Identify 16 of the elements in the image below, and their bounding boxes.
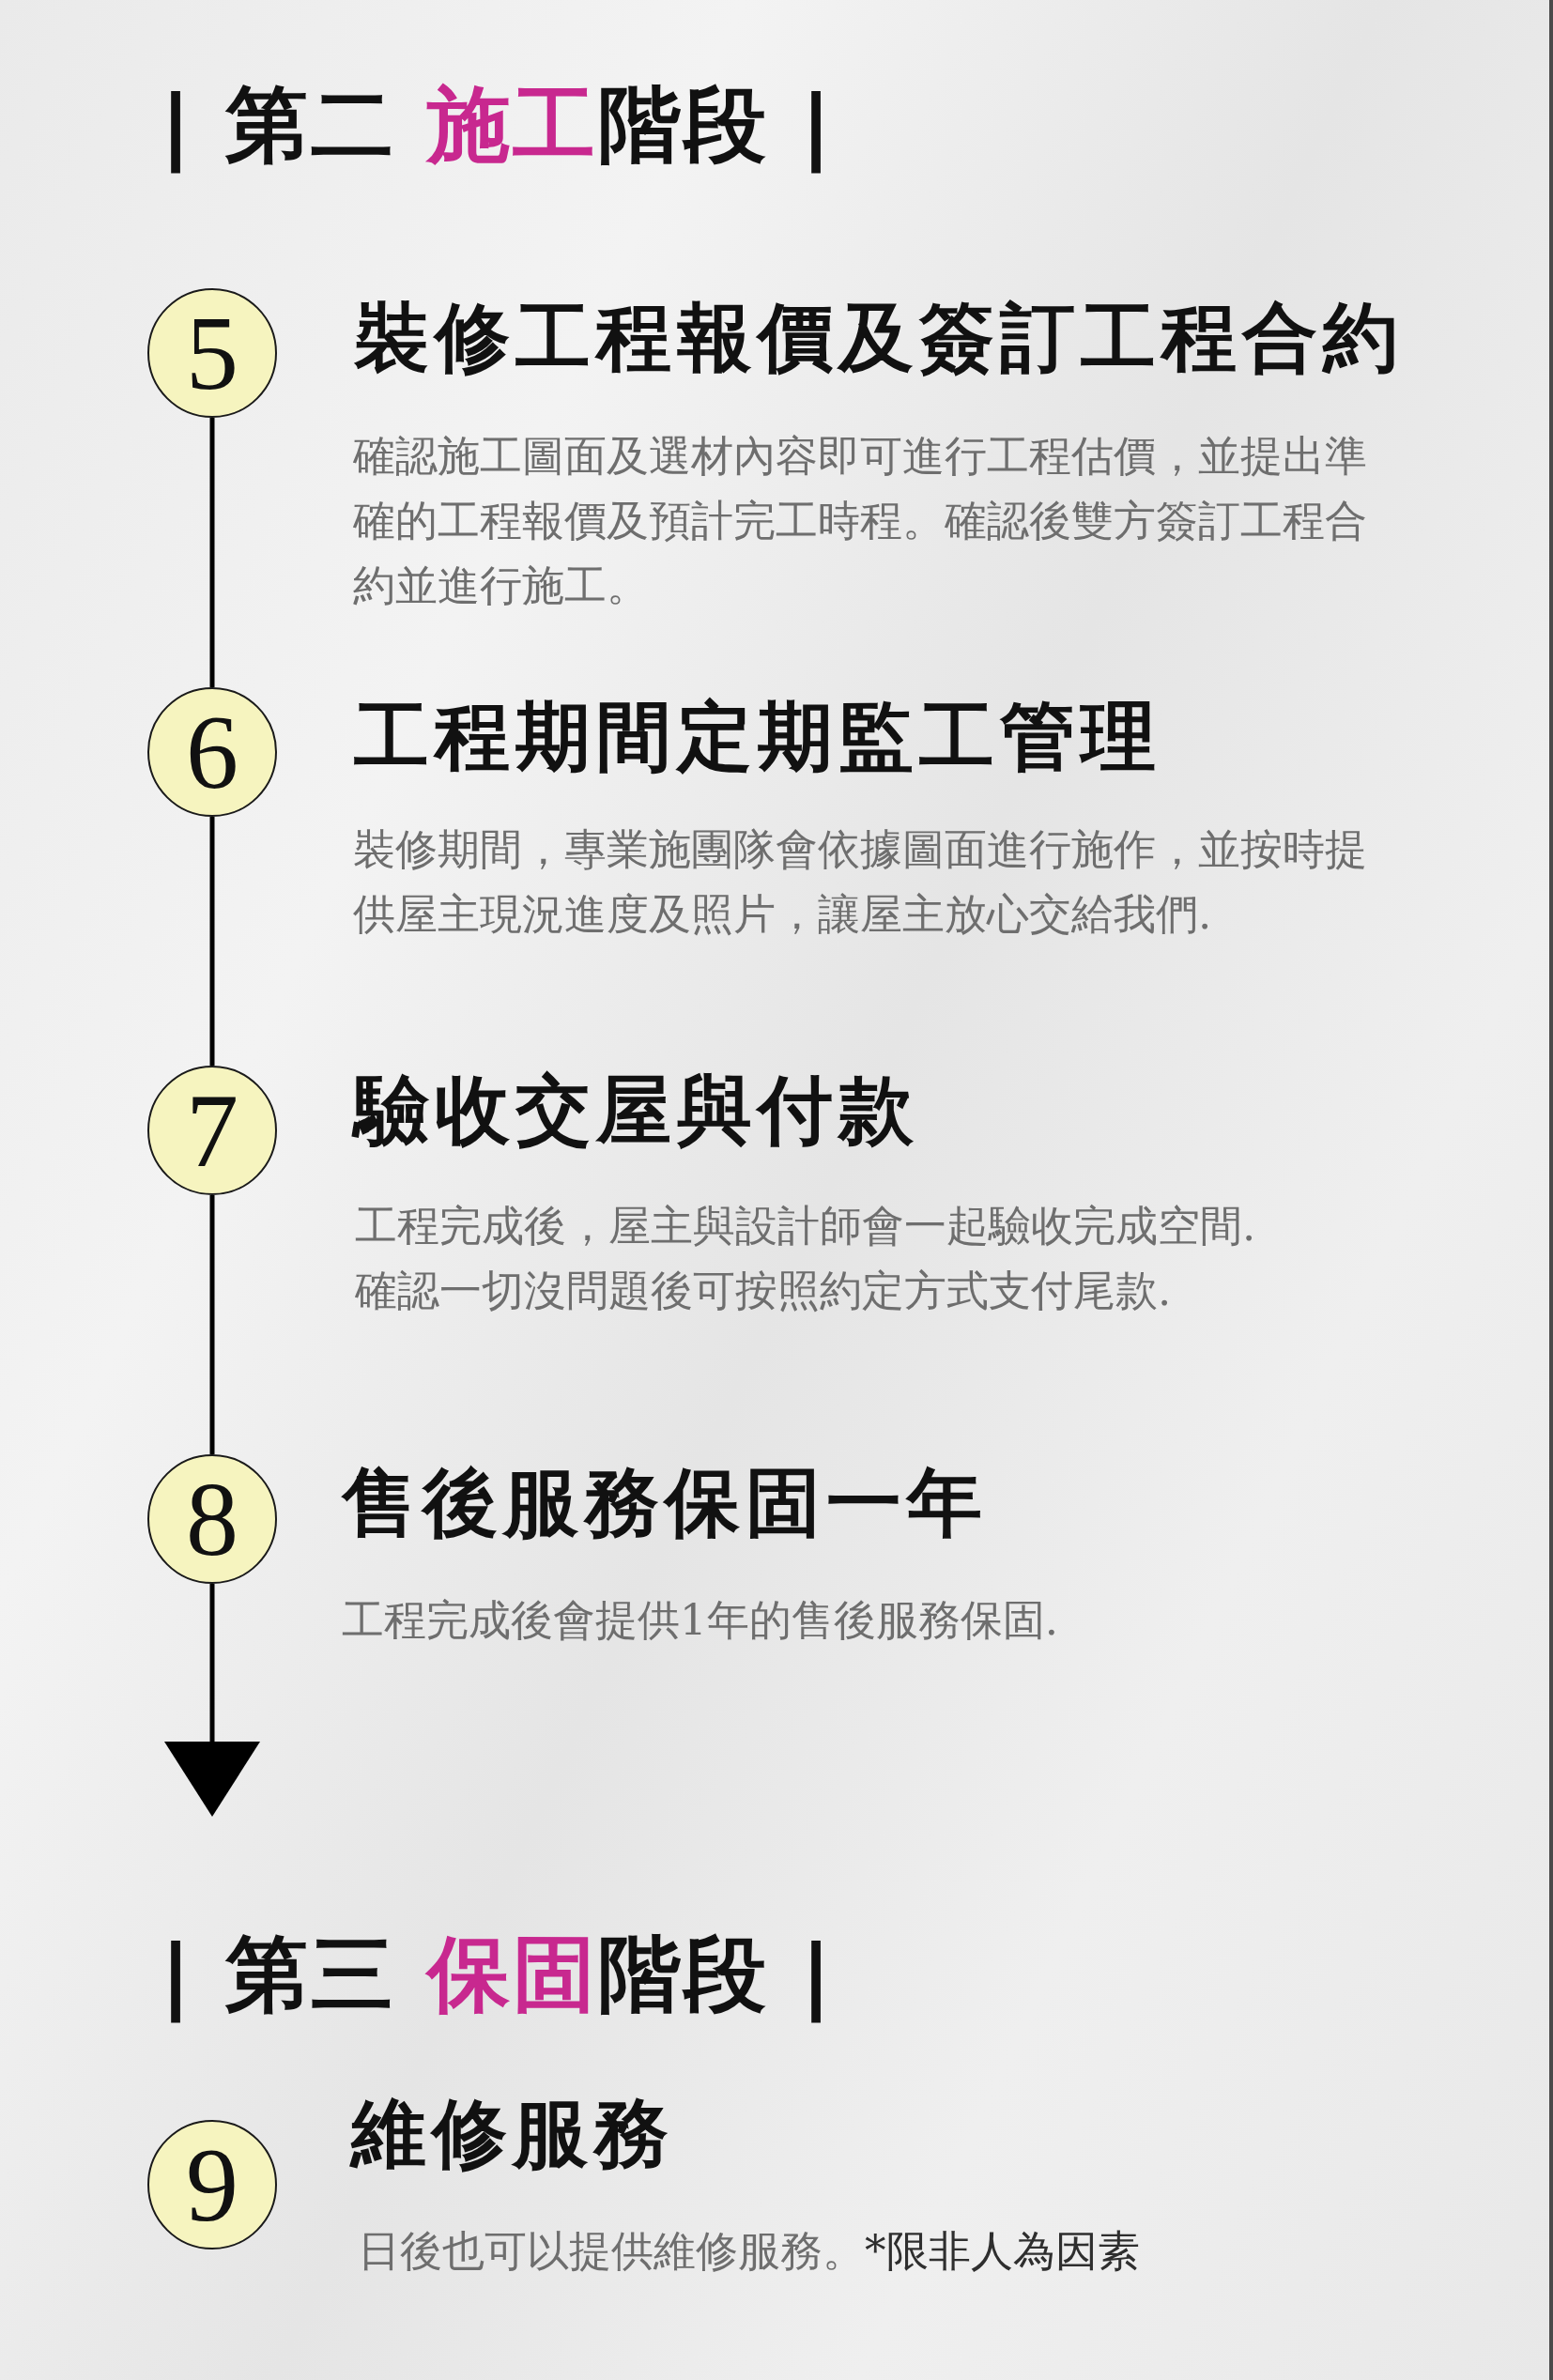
connector-line — [209, 1195, 215, 1454]
step-description: 工程完成後，屋主與設計師會一起驗收完成空間.確認一切沒問題後可按照約定方式支付尾款. — [355, 1199, 1257, 1317]
step-description: 工程完成後會提供1年的售後服務保固. — [342, 1593, 1058, 1647]
step-title: 售後服務保固一年 — [342, 1458, 988, 1548]
step-description: 確認施工圖面及選材內容即可進行工程估價，並提出準確的工程報價及預計完工時程。確認後雙方簽訂工程合約並進行施工。 — [353, 429, 1368, 612]
step-description: 裝修期間，專業施團隊會依據圖面進行施作，並按時提供屋主現況進度及照片，讓屋主放心交給我們. — [353, 822, 1368, 941]
footnote-text: *限非人為因素 — [865, 2224, 1140, 2278]
connector-line — [209, 817, 215, 1066]
section-heading: | 第二 施工階段 | — [161, 78, 835, 172]
step-title: 工程期間定期監工管理 — [354, 692, 1161, 782]
step-description: 日後也可以提供維修服務。 — [358, 2224, 865, 2278]
section-heading: | 第三 保固階段 | — [161, 1927, 835, 2021]
step-title: 裝修工程報價及簽訂工程合約 — [354, 293, 1404, 383]
connector-line — [209, 418, 215, 687]
arrow — [164, 1584, 260, 1817]
step-title: 維修服務 — [351, 2089, 674, 2179]
